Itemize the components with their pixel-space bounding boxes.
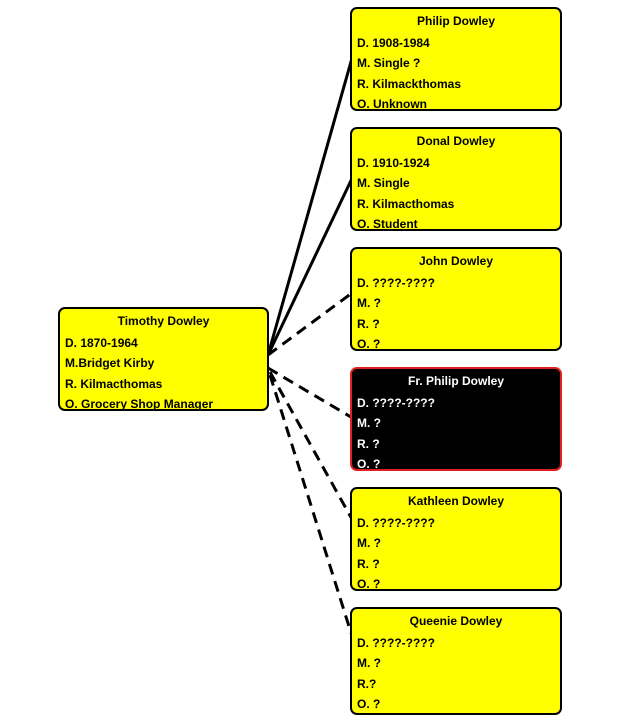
- person-box-donal-dowley: Donal Dowley D. 1910-1924 M. Single R. K…: [350, 127, 562, 231]
- person-dates: D. 1910-1924: [357, 155, 430, 170]
- person-dates: D. 1870-1964: [65, 335, 138, 350]
- person-occupation: O. Unknown: [357, 97, 427, 111]
- person-occupation: O. Grocery Shop Manager: [65, 397, 214, 411]
- person-dates: D. ????-????: [357, 275, 435, 290]
- person-marriage: M. ?: [357, 536, 381, 550]
- person-box-fr-philip-dowley: Fr. Philip Dowley D. ????-???? M. ? R. ?…: [350, 367, 562, 471]
- person-residence: R. Kilmacthomas: [65, 376, 163, 391]
- person-occupation: O. ?: [357, 697, 381, 711]
- person-name: Queenie Dowley: [409, 614, 503, 628]
- person-residence: R. Kilmackthomas: [357, 76, 462, 91]
- person-name: John Dowley: [418, 254, 493, 268]
- person-residence: R. ?: [357, 316, 380, 331]
- connector-john-dowley: [267, 288, 357, 357]
- person-name: Kathleen Dowley: [407, 494, 505, 508]
- person-marriage: M. ?: [357, 416, 381, 430]
- connector-kathleen-dowley: [268, 371, 360, 531]
- person-marriage: M.Bridget Kirby: [65, 356, 155, 370]
- connector-donal-dowley: [266, 169, 358, 356]
- person-box-kathleen-dowley: Kathleen Dowley D. ????-???? M. ? R. ? O…: [350, 487, 562, 591]
- person-box-philip-dowley: Philip Dowley D. 1908-1984 M. Single ? R…: [350, 7, 562, 111]
- person-marriage: M. Single: [357, 176, 410, 190]
- person-box-timothy-dowley: Timothy Dowley D. 1870-1964 M.Bridget Ki…: [58, 307, 269, 411]
- person-residence: R. ?: [357, 436, 380, 451]
- person-name: Fr. Philip Dowley: [407, 374, 505, 388]
- person-name: Timothy Dowley: [117, 314, 210, 328]
- person-marriage: M. ?: [357, 656, 381, 670]
- person-box-john-dowley: John Dowley D. ????-???? M. ? R. ? O. ?: [350, 247, 562, 351]
- person-marriage: M. ?: [357, 296, 381, 310]
- person-marriage: M. Single ?: [357, 56, 421, 70]
- connector-queenie-dowley: [268, 374, 360, 656]
- person-residence: R. ?: [357, 556, 380, 571]
- connector-philip-dowley: [266, 43, 358, 356]
- person-dates: D. ????-????: [357, 635, 435, 650]
- person-occupation: O. Student: [357, 217, 418, 231]
- person-occupation: O. ?: [357, 457, 381, 471]
- person-box-queenie-dowley: Queenie Dowley D. ????-???? M. ? R.? O. …: [350, 607, 562, 715]
- person-dates: D. ????-????: [357, 515, 435, 530]
- person-residence: R.?: [357, 676, 377, 691]
- person-occupation: O. ?: [357, 337, 381, 351]
- person-occupation: O. ?: [357, 577, 381, 591]
- person-name: Philip Dowley: [416, 14, 495, 28]
- person-residence: R. Kilmacthomas: [357, 196, 455, 211]
- person-name: Donal Dowley: [416, 134, 496, 148]
- person-dates: D. 1908-1984: [357, 35, 430, 50]
- person-dates: D. ????-????: [357, 395, 435, 410]
